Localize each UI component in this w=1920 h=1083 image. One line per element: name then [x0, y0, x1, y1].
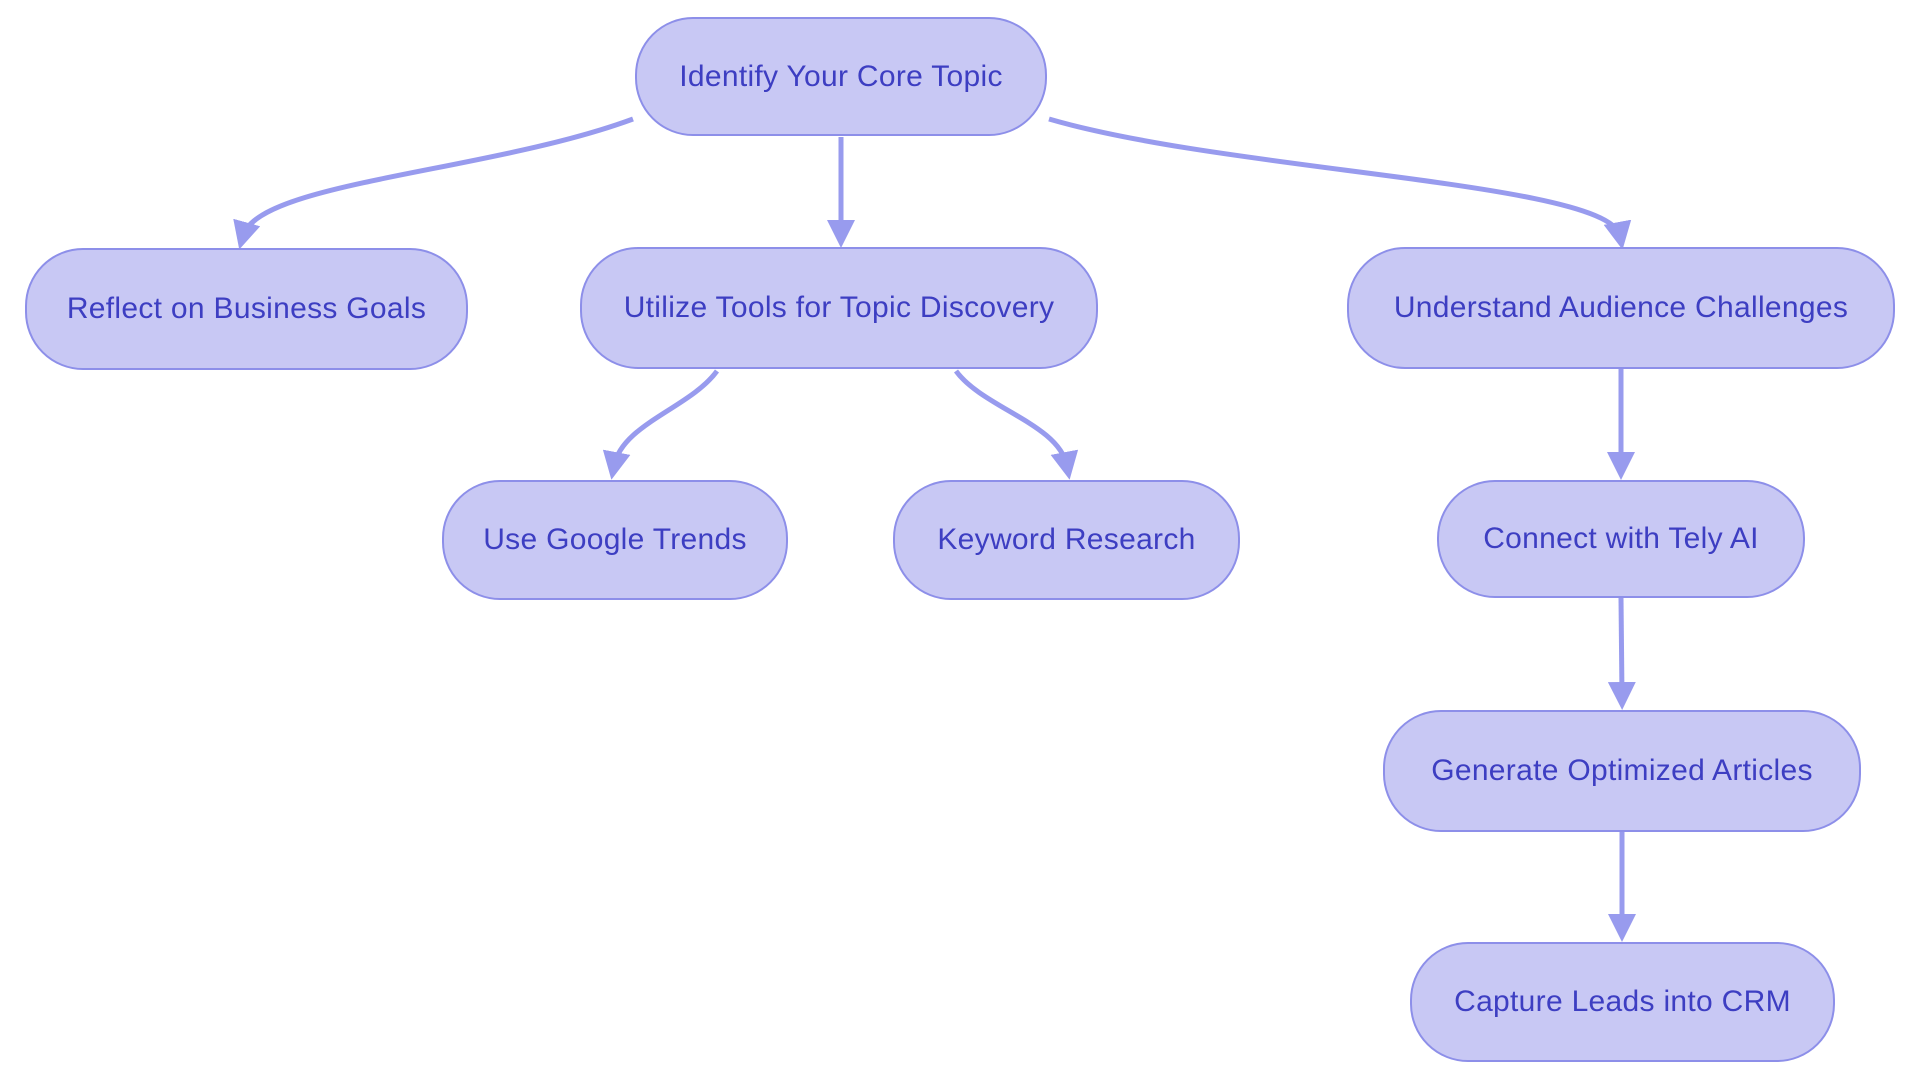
- node-label: Utilize Tools for Topic Discovery: [623, 291, 1055, 324]
- node-use-google-trends: Use Google Trends: [442, 480, 788, 600]
- node-label: Generate Optimized Articles: [1431, 754, 1813, 787]
- node-connect-tely-ai: Connect with Tely AI: [1437, 480, 1805, 598]
- node-label: Use Google Trends: [483, 523, 747, 556]
- node-capture-leads-crm: Capture Leads into CRM: [1410, 942, 1835, 1062]
- node-keyword-research: Keyword Research: [893, 480, 1240, 600]
- node-utilize-tools: Utilize Tools for Topic Discovery: [580, 247, 1098, 369]
- node-identify-core-topic: Identify Your Core Topic: [635, 17, 1047, 136]
- node-reflect-business-goals: Reflect on Business Goals: [25, 248, 468, 370]
- edge-identify-to-reflect: [233, 116, 634, 250]
- edge-utilize-to-trends: [602, 369, 720, 480]
- node-label: Reflect on Business Goals: [66, 292, 427, 325]
- node-generate-articles: Generate Optimized Articles: [1383, 710, 1861, 832]
- node-label: Capture Leads into CRM: [1454, 985, 1791, 1018]
- node-label: Keyword Research: [937, 523, 1196, 556]
- node-understand-audience: Understand Audience Challenges: [1347, 247, 1895, 369]
- edge-tely-to-generate: [1607, 597, 1636, 710]
- node-label: Identify Your Core Topic: [679, 59, 1003, 93]
- edge-utilize-to-keyword: [953, 369, 1079, 480]
- edge-identify-to-understand: [1048, 116, 1632, 250]
- node-label: Connect with Tely AI: [1483, 522, 1759, 555]
- node-label: Understand Audience Challenges: [1393, 291, 1849, 324]
